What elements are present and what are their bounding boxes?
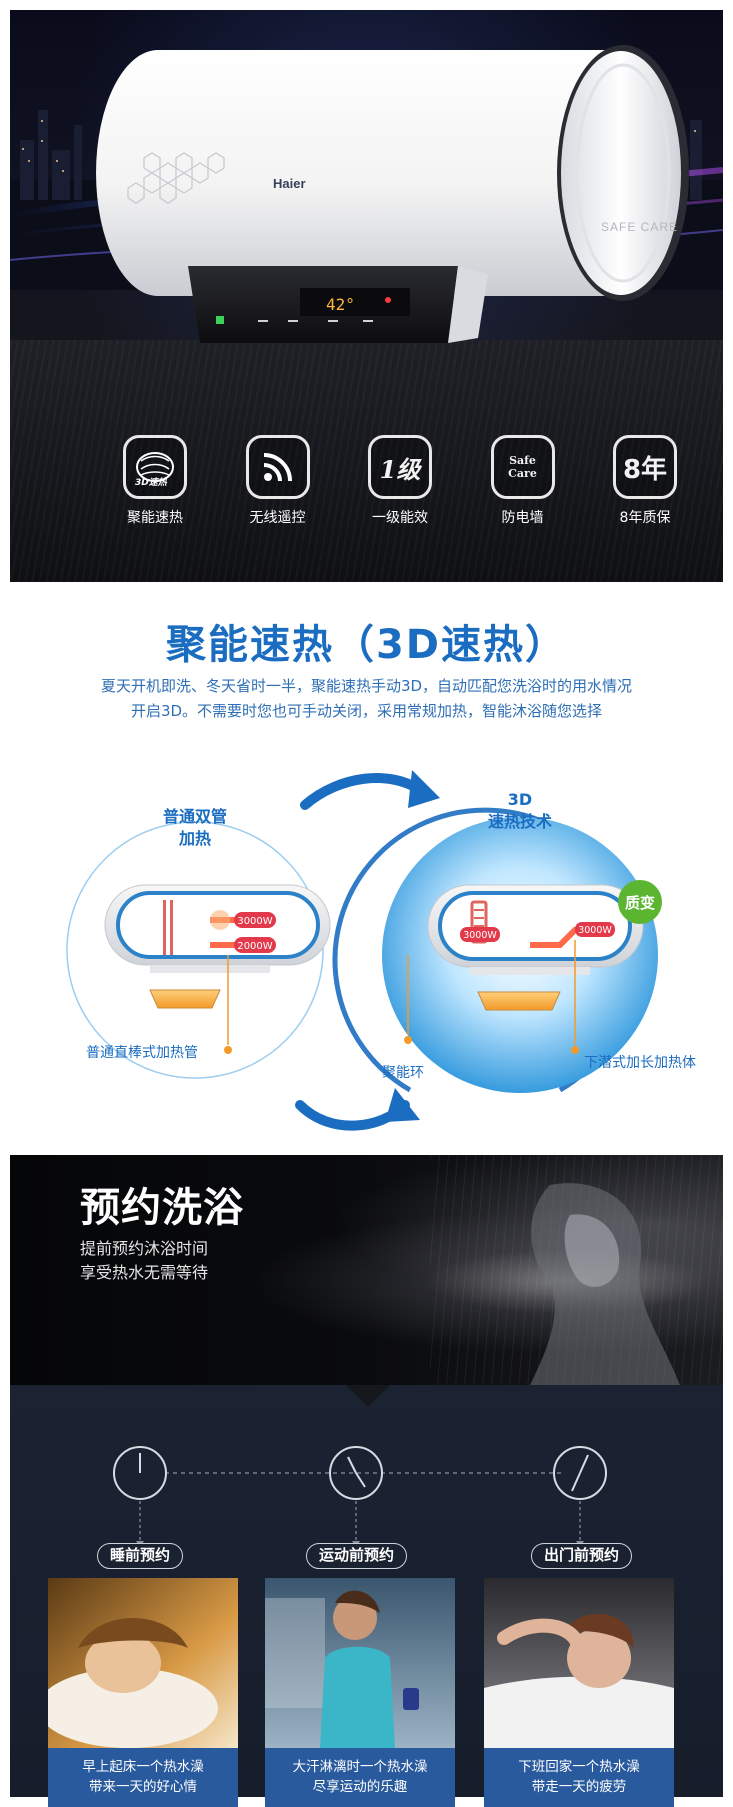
feature-label: 防电墙 [501,510,544,526]
schedule-timeline [113,1446,607,1547]
watt-label: 3000W [463,930,497,941]
arrow-top [300,773,425,810]
heating-comparison-diagram: 普通双管 加热 3000W 2000W 普通直棒式加热管 3D 速热技术 300… [66,770,696,1131]
card-exercise: 大汗淋漓时一个热水澡 尽享运动的乐趣 [265,1578,455,1807]
feature-item: 3D速热 聚能速热 [110,435,200,545]
section-title-3d-heating: 聚能速热（3D速热） [165,622,568,668]
feature-item: 1级 一级能效 [355,435,445,545]
description-line: 开启3D。不需要时您也可手动关闭，采用常规加热，智能沐浴随您选择 [130,702,603,720]
bathing-woman-photo [484,1578,674,1748]
tag-before-going-out: 出门前预约 [531,1543,633,1569]
clock-icon [329,1446,383,1500]
standard-caption: 普通直棒式加热管 [86,1044,198,1061]
feature-label: 一级能效 [372,510,428,526]
card-evening: 下班回家一个热水澡 带走一天的疲劳 [484,1578,674,1807]
wet-ground [10,340,723,582]
heater-caption: 下潜式加长加热体 [584,1055,696,1071]
subtitle-line: 提前预约沐浴时间 [80,1239,209,1258]
tag-bedtime: 睡前预约 [97,1543,184,1569]
feature-item: Safe Care 防电墙 [478,435,568,545]
ring-caption: 聚能环 [382,1065,424,1081]
card-caption: 大汗淋漓时一个热水澡 尽享运动的乐趣 [265,1748,455,1807]
standard-heading-line2: 加热 [178,829,211,848]
brand-logo: Haier [273,176,306,191]
safe-care-badge: SAFE CARE [601,220,678,234]
feature-label: 8年质保 [619,510,671,526]
watt-label: 2000W [237,941,272,952]
shower-photo: 预约洗浴 提前预约沐浴时间 享受热水无需等待 [10,1155,723,1385]
description-line: 夏天开机即洗、冬天省时一半，聚能速热手动3D，自动匹配您洗浴时的用水情况 [100,677,633,695]
panel-display: 42° [326,295,355,314]
section-title-schedule: 预约洗浴 [80,1185,244,1231]
3d-heading-line2: 速热技术 [488,812,552,831]
feature-icon-row: 3D速热 聚能速热 无线遥控 1级 一级能 [110,435,690,545]
energy-level-1-icon: 1级 [368,435,432,499]
8-year-warranty-icon: 8年 [613,435,677,499]
subtitle-line: 享受热水无需等待 [80,1263,209,1282]
watt-label: 3000W [237,916,272,927]
section-description: 夏天开机即洗、冬天省时一半，聚能速热手动3D，自动匹配您洗浴时的用水情况 开启3… [40,674,693,724]
quality-badge [618,880,662,924]
standard-heading: 普通双管 [163,807,227,826]
card-morning: 早上起床一个热水澡 带来一天的好心情 [48,1578,238,1807]
clock-icon [553,1446,607,1500]
feature-item: 8年 8年质保 [600,435,690,545]
card-caption: 早上起床一个热水澡 带来一天的好心情 [48,1748,238,1807]
feature-label: 无线遥控 [249,510,306,526]
water-heater-product: Haier SAFE CARE 42° [96,45,689,343]
section-notch [346,1385,390,1407]
feature-label: 聚能速热 [127,510,183,526]
hero-banner: Haier SAFE CARE 42° 3D速热 [10,10,723,582]
svg-text:3D速热: 3D速热 [135,477,168,487]
feature-item: 无线遥控 [233,435,323,545]
3d-heading: 3D [508,790,532,809]
tag-before-exercise: 运动前预约 [306,1543,408,1569]
wireless-signal-icon [245,435,310,499]
safe-care-wall-icon: Safe Care [490,435,555,499]
jogging-woman-photo [265,1578,455,1748]
woman-silhouette [530,1183,680,1385]
clock-icon [113,1446,167,1500]
card-caption: 下班回家一个热水澡 带走一天的疲劳 [484,1748,674,1807]
sleeping-woman-photo [48,1578,238,1748]
watt-label: 3000W [578,925,612,936]
svg-text:质变: 质变 [625,894,655,912]
3d-speed-heat-icon: 3D速热 [123,435,187,499]
